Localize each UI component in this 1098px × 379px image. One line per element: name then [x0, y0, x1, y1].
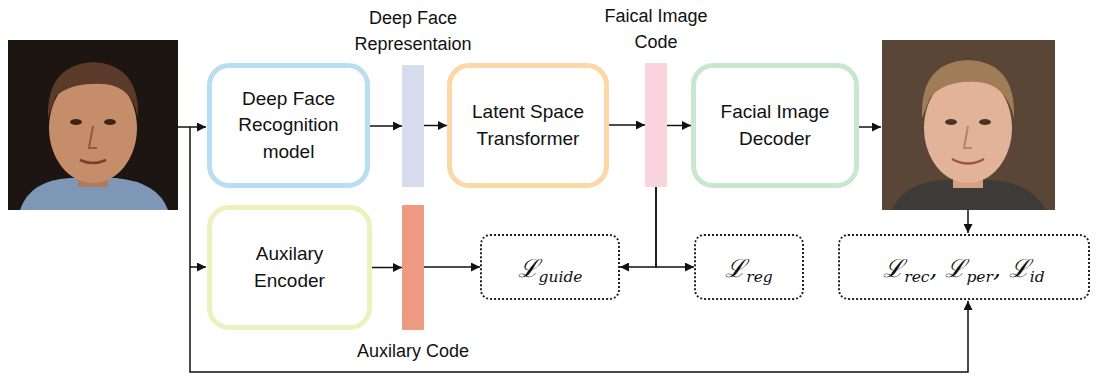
mouth — [80, 160, 106, 163]
photo-background — [8, 40, 178, 210]
box-label: Deep Face Recognition model — [222, 86, 355, 166]
loss-box: ℒguide — [480, 234, 620, 300]
vector-label: Auxilary Code — [338, 338, 488, 364]
vector-label: Faical Image Code — [581, 3, 731, 55]
flow-arrow — [620, 187, 656, 267]
loss-box: ℒrec, ℒper, ℒid — [838, 234, 1090, 300]
feature-vector: Auxilary Code — [402, 205, 424, 330]
output-face-photo — [882, 40, 1055, 210]
flow-arrow — [609, 124, 645, 126]
mouth — [952, 159, 984, 164]
output-arrow — [859, 126, 881, 128]
loss-box: ℒreg — [694, 234, 804, 300]
process-box: Facial Image Decoder — [691, 63, 859, 188]
photo-background — [882, 40, 1055, 210]
box-label: Facial Image Decoder — [706, 99, 844, 152]
flow-arrow — [667, 125, 691, 127]
flow-arrow — [370, 125, 402, 127]
output-arrow — [967, 210, 969, 233]
nose — [964, 126, 972, 148]
nose — [89, 126, 97, 148]
input-arrow — [178, 126, 206, 128]
feature-vector: Faical Image Code — [645, 63, 667, 187]
eye — [979, 119, 991, 125]
loss-term: ℒrec, ℒper, ℒid — [883, 250, 1044, 284]
process-box: Auxilary Encoder — [207, 205, 372, 330]
eye — [945, 119, 957, 125]
hair — [922, 60, 1014, 118]
input-face-photo — [8, 40, 178, 210]
input-arrow — [190, 127, 206, 267]
vector-label: Deep Face Representaion — [338, 5, 488, 57]
process-box: Latent Space Transformer — [447, 63, 609, 188]
flow-arrow — [372, 267, 402, 269]
loss-term: ℒreg — [725, 250, 773, 284]
flow-arrow — [656, 187, 694, 267]
feature-vector: Deep Face Representaion — [402, 65, 424, 187]
loss-term: ℒguide — [518, 250, 583, 284]
box-label: Auxilary Encoder — [222, 241, 357, 294]
box-label: Latent Space Transformer — [462, 99, 594, 152]
eye — [104, 119, 116, 125]
process-box: Deep Face Recognition model — [207, 63, 370, 188]
hair — [48, 62, 138, 118]
eye — [70, 119, 82, 125]
flow-arrow — [424, 125, 447, 127]
flow-arrow — [424, 266, 480, 268]
